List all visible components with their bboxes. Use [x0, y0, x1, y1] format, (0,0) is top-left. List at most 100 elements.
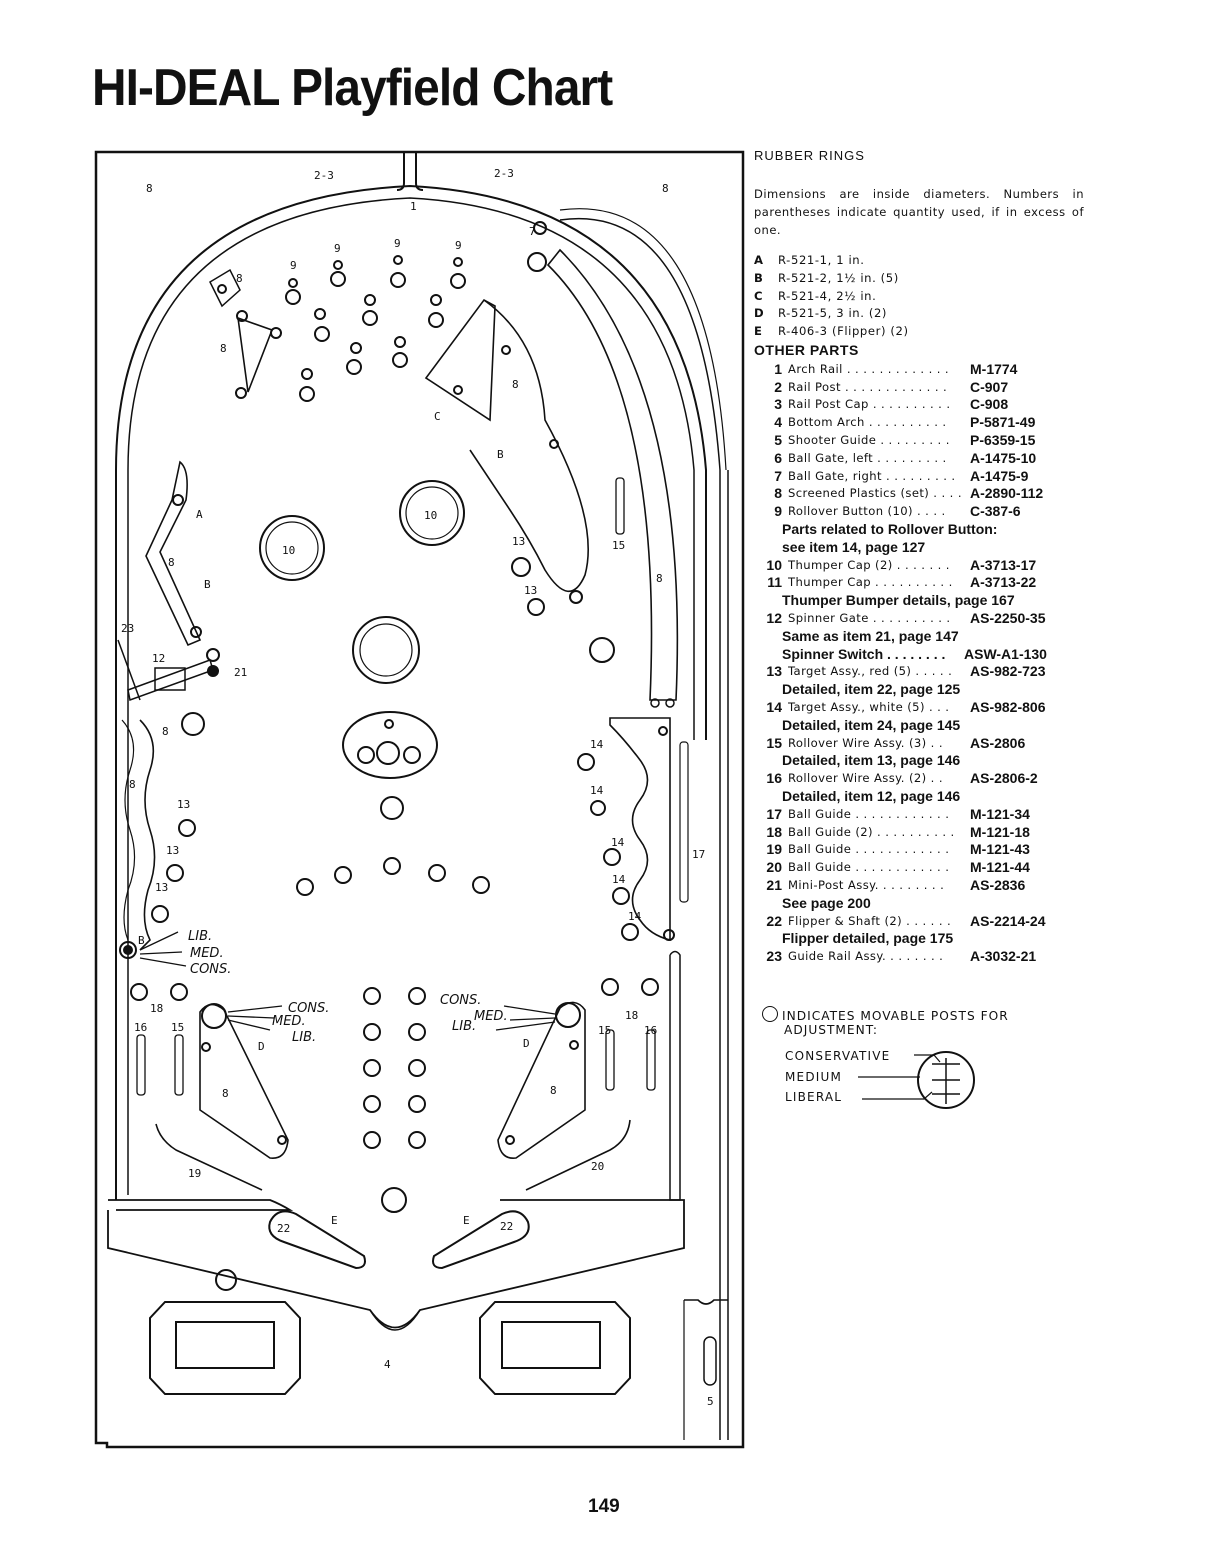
label-target-white-2: 14: [590, 784, 604, 797]
top-divider: [396, 152, 424, 191]
shooter-lane: [719, 470, 729, 1440]
label-rollover-1: 9: [290, 259, 297, 272]
label-ring-d-left: D: [258, 1040, 265, 1053]
label-med-left: MED.: [190, 946, 224, 961]
label-shooter-guide: 5: [707, 1395, 714, 1408]
level-liberal: LIBERAL: [785, 1090, 843, 1104]
adjustment-levels: CONSERVATIVE MEDIUM LIBERAL: [785, 1046, 890, 1108]
label-rollover-wire-left: 15: [171, 1021, 184, 1034]
center-oval: [342, 711, 438, 779]
part-note: Detailed, item 22, page 125: [782, 681, 961, 698]
label-ball-guide-17: 17: [692, 848, 705, 861]
label-target-red-1: 13: [177, 798, 190, 811]
page-title: HI-DEAL Playfield Chart: [92, 59, 613, 117]
label-plastic-a: 8: [236, 272, 243, 285]
label-plastic-g: 8: [656, 572, 663, 585]
label-target-white-5: 14: [628, 910, 642, 923]
label-ring-e-left: E: [331, 1214, 338, 1227]
label-ring-d-right: D: [523, 1037, 530, 1050]
label-plastic-i: 8: [550, 1084, 557, 1097]
label-med-mid-left: MED.: [272, 1014, 306, 1029]
label-rollover-2: 9: [334, 242, 341, 255]
label-ring-b-left: B: [204, 578, 211, 591]
shooter-lane-rail: [559, 217, 721, 471]
label-lib-mid-right: LIB.: [452, 1019, 476, 1034]
other-parts-heading: OTHER PARTS: [754, 341, 859, 358]
part-note: Spinner Switch . . . . . . . .ASW-A1-130: [782, 645, 1047, 662]
label-ball-guide-18-right: 18: [625, 1009, 638, 1022]
label-ball-guide-20: 20: [591, 1160, 604, 1173]
label-gate: 7: [529, 225, 536, 238]
cabinet-outline: [94, 150, 745, 1449]
bumper-center: [352, 616, 420, 684]
right-wavy-wall: [609, 717, 671, 942]
part-note: Detailed, item 12, page 146: [782, 788, 961, 804]
rubber-rings-heading: RUBBER RINGS: [754, 148, 865, 163]
label-target-red-2: 13: [166, 844, 179, 857]
label-arch: 1: [410, 200, 417, 213]
right-flipper: [432, 1210, 530, 1270]
label-mini-post: 21: [234, 666, 247, 679]
label-plastic-tr: 8: [662, 182, 669, 195]
page-number: 149: [588, 1496, 620, 1517]
label-target-red-4: 13: [512, 535, 525, 548]
label-target-white-3: 14: [611, 836, 625, 849]
label-rollover-4: 9: [455, 239, 462, 252]
label-ring-c: C: [434, 410, 441, 423]
label-plastic-tl: 8: [146, 182, 153, 195]
part-note: Thumper Bumper details, page 167: [782, 592, 1015, 609]
left-flipper: [268, 1210, 366, 1270]
label-ring-a: A: [196, 508, 203, 521]
part-note: see item 14, page 127: [782, 538, 926, 555]
part-note: Flipper detailed, page 175: [782, 930, 954, 947]
part-note: Detailed, item 24, page 145: [782, 716, 961, 733]
part-note: See page 200: [782, 894, 871, 911]
left-wavy-wall: [139, 719, 156, 951]
label-guide-rail: 23: [121, 622, 134, 635]
label-rollover-wire2-right: 16: [644, 1024, 657, 1037]
part-note: Same as item 21, page 147: [782, 627, 959, 644]
right-slingshot: [497, 1001, 586, 1159]
bumper-right: [399, 480, 465, 546]
arch-rail: [115, 184, 707, 1200]
label-rail-post-left: 2-3: [314, 169, 334, 182]
label-med-mid-right: MED.: [474, 1009, 508, 1024]
movable-post-icon: [762, 1006, 778, 1022]
label-lib-mid-left: LIB.: [292, 1030, 316, 1045]
label-target-white-4: 14: [612, 873, 626, 886]
part-note: Detailed, item 13, page 146: [782, 752, 961, 769]
label-ball-guide-19: 19: [188, 1167, 201, 1180]
label-plastic-d: 8: [168, 556, 175, 569]
apron-right-card: [479, 1301, 631, 1395]
label-ring-e-right: E: [463, 1214, 470, 1227]
label-rollover-wire2-left: 16: [134, 1021, 147, 1034]
arch-rail-inner: [127, 197, 695, 1195]
part-note: Parts related to Rollover Button:: [782, 521, 998, 538]
label-flipper-right: 22: [500, 1220, 513, 1233]
level-medium: MEDIUM: [785, 1069, 843, 1084]
label-bottom-arch: 4: [384, 1358, 391, 1371]
apron-left-card: [149, 1301, 301, 1395]
label-ring-b-right: B: [497, 448, 504, 461]
